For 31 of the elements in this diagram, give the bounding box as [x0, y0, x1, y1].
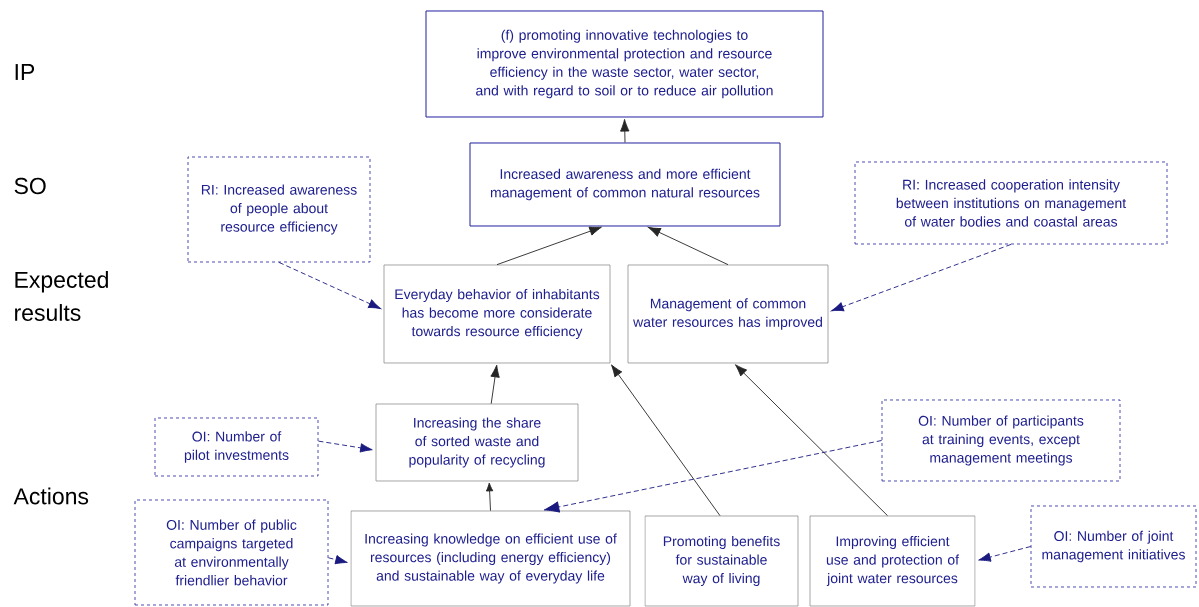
indicator-box: RI: Increased awareness of people about resource efficiency	[187, 156, 371, 263]
objective-box: (f) promoting innovative technologies to improve environmental protection and resource efficiency in the waste sector, water sector, and with regard to soil or to reduce air pollution	[425, 10, 824, 118]
indicator-box: OI: Number of pilot investments	[154, 417, 319, 477]
result-box: Improving efficient use and protection of joint water resources	[809, 515, 976, 607]
level-label: Actions	[13, 487, 89, 505]
result-box: Promoting benefits for sustainable way of living	[644, 515, 799, 607]
indicator-box: RI: Increased cooperation intensity between institutions on management of water bodies and coastal areas	[854, 161, 1168, 245]
arrow	[734, 364, 888, 517]
arrow	[978, 546, 1032, 562]
indicator-box: OI: Number of public campaigns targeted at environmentally friendlier behavior	[134, 499, 329, 606]
result-box: Management of common water resources has improved	[627, 264, 829, 364]
arrow	[543, 440, 883, 513]
arrow	[620, 119, 630, 143]
arrow	[317, 440, 373, 453]
result-box: Everyday behavior of inhabitants has become more considerate towards resource efficiency	[383, 264, 611, 364]
objective-box: Increased awareness and more efficient management of common natural resources	[469, 142, 781, 227]
indicator-box: OI: Number of joint management initiatives	[1030, 505, 1197, 588]
arrow	[490, 364, 500, 405]
result-box: Increasing knowledge on efficient use of resources (including energy efficiency) and sustainable way of everyday life	[350, 510, 631, 607]
level-label: SO	[14, 177, 46, 195]
arrow	[496, 226, 602, 266]
indicator-box: OI: Number of participants at training events, except management meetings	[881, 399, 1121, 482]
level-label: IP	[15, 64, 35, 80]
result-box: Increasing the share of sorted waste and popularity of recycling	[375, 403, 579, 482]
arrow	[611, 364, 721, 517]
arrow	[327, 555, 348, 565]
arrow	[831, 243, 1012, 312]
arrow	[485, 482, 494, 512]
level-label: Expected results	[15, 271, 108, 321]
arrow	[648, 226, 729, 266]
arrow	[278, 261, 381, 310]
